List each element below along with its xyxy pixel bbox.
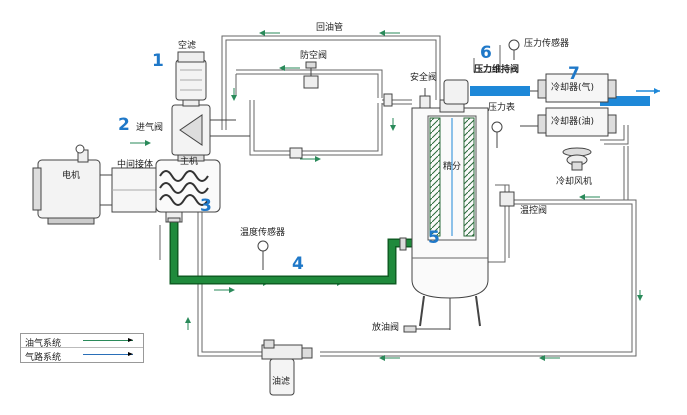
legend-air-line <box>83 352 133 356</box>
vent-valve-label: 防空阀 <box>300 51 328 61</box>
oil-filter <box>261 339 313 396</box>
main-unit <box>155 159 221 223</box>
separator-tank <box>403 79 503 333</box>
number-1: 1 <box>152 51 164 71</box>
number-7: 7 <box>568 64 580 84</box>
pressure-gauge-label: 压力表 <box>488 103 516 113</box>
number-6: 6 <box>480 43 492 63</box>
safety-valve-label: 安全阀 <box>410 73 438 83</box>
air-pipe <box>470 86 660 106</box>
pressure-sensor-label: 压力传感器 <box>524 39 570 49</box>
coupling <box>111 167 157 213</box>
pressure-sensor <box>508 39 520 60</box>
air-filter-label: 空滤 <box>178 41 197 51</box>
oil-pipe <box>169 210 412 285</box>
cooling-fan <box>562 147 592 171</box>
temp-sensor <box>257 240 269 270</box>
legend: 油气系统 气路系统 <box>20 333 144 363</box>
cooling-fan-label: 冷却风机 <box>556 177 593 187</box>
main-unit-label: 主机 <box>180 157 199 167</box>
pipe-joints <box>167 217 407 251</box>
drain-valve-label: 放油阀 <box>372 323 400 333</box>
thermo-valve <box>499 191 515 207</box>
temp-sensor-label: 温度传感器 <box>240 228 286 238</box>
cooler-oil-label: 冷却器(油) <box>551 117 595 127</box>
number-5: 5 <box>428 228 440 248</box>
thermo-valve-label: 温控阀 <box>520 206 548 216</box>
cooler-gas-label: 冷却器(气) <box>551 83 595 93</box>
legend-oil-gas-line <box>83 338 133 342</box>
oil-filter-label: 油滤 <box>272 377 291 387</box>
check-valve-small <box>289 93 393 159</box>
intake-valve-label: 进气阀 <box>136 123 164 133</box>
legend-oil-gas: 油气系统 <box>21 334 143 349</box>
coupling-label: 中间接体 <box>117 160 154 170</box>
vent-valve <box>303 61 319 89</box>
separator-core-label: 精分 <box>443 162 462 172</box>
return-oil-pipe-label: 回油管 <box>316 23 344 33</box>
legend-air: 气路系统 <box>21 348 143 363</box>
intake-valve <box>171 104 250 162</box>
thin-pipes <box>159 35 637 357</box>
number-4: 4 <box>292 254 304 274</box>
min-pressure-valve-label: 压力维持阀 <box>474 65 520 75</box>
number-3: 3 <box>200 196 212 216</box>
motor-label: 电机 <box>62 171 81 181</box>
legend-oil-gas-label: 油气系统 <box>25 339 62 349</box>
number-2: 2 <box>118 115 130 135</box>
coolers <box>520 73 617 137</box>
legend-air-label: 气路系统 <box>25 353 62 363</box>
air-filter <box>175 51 207 107</box>
motor <box>32 144 112 225</box>
